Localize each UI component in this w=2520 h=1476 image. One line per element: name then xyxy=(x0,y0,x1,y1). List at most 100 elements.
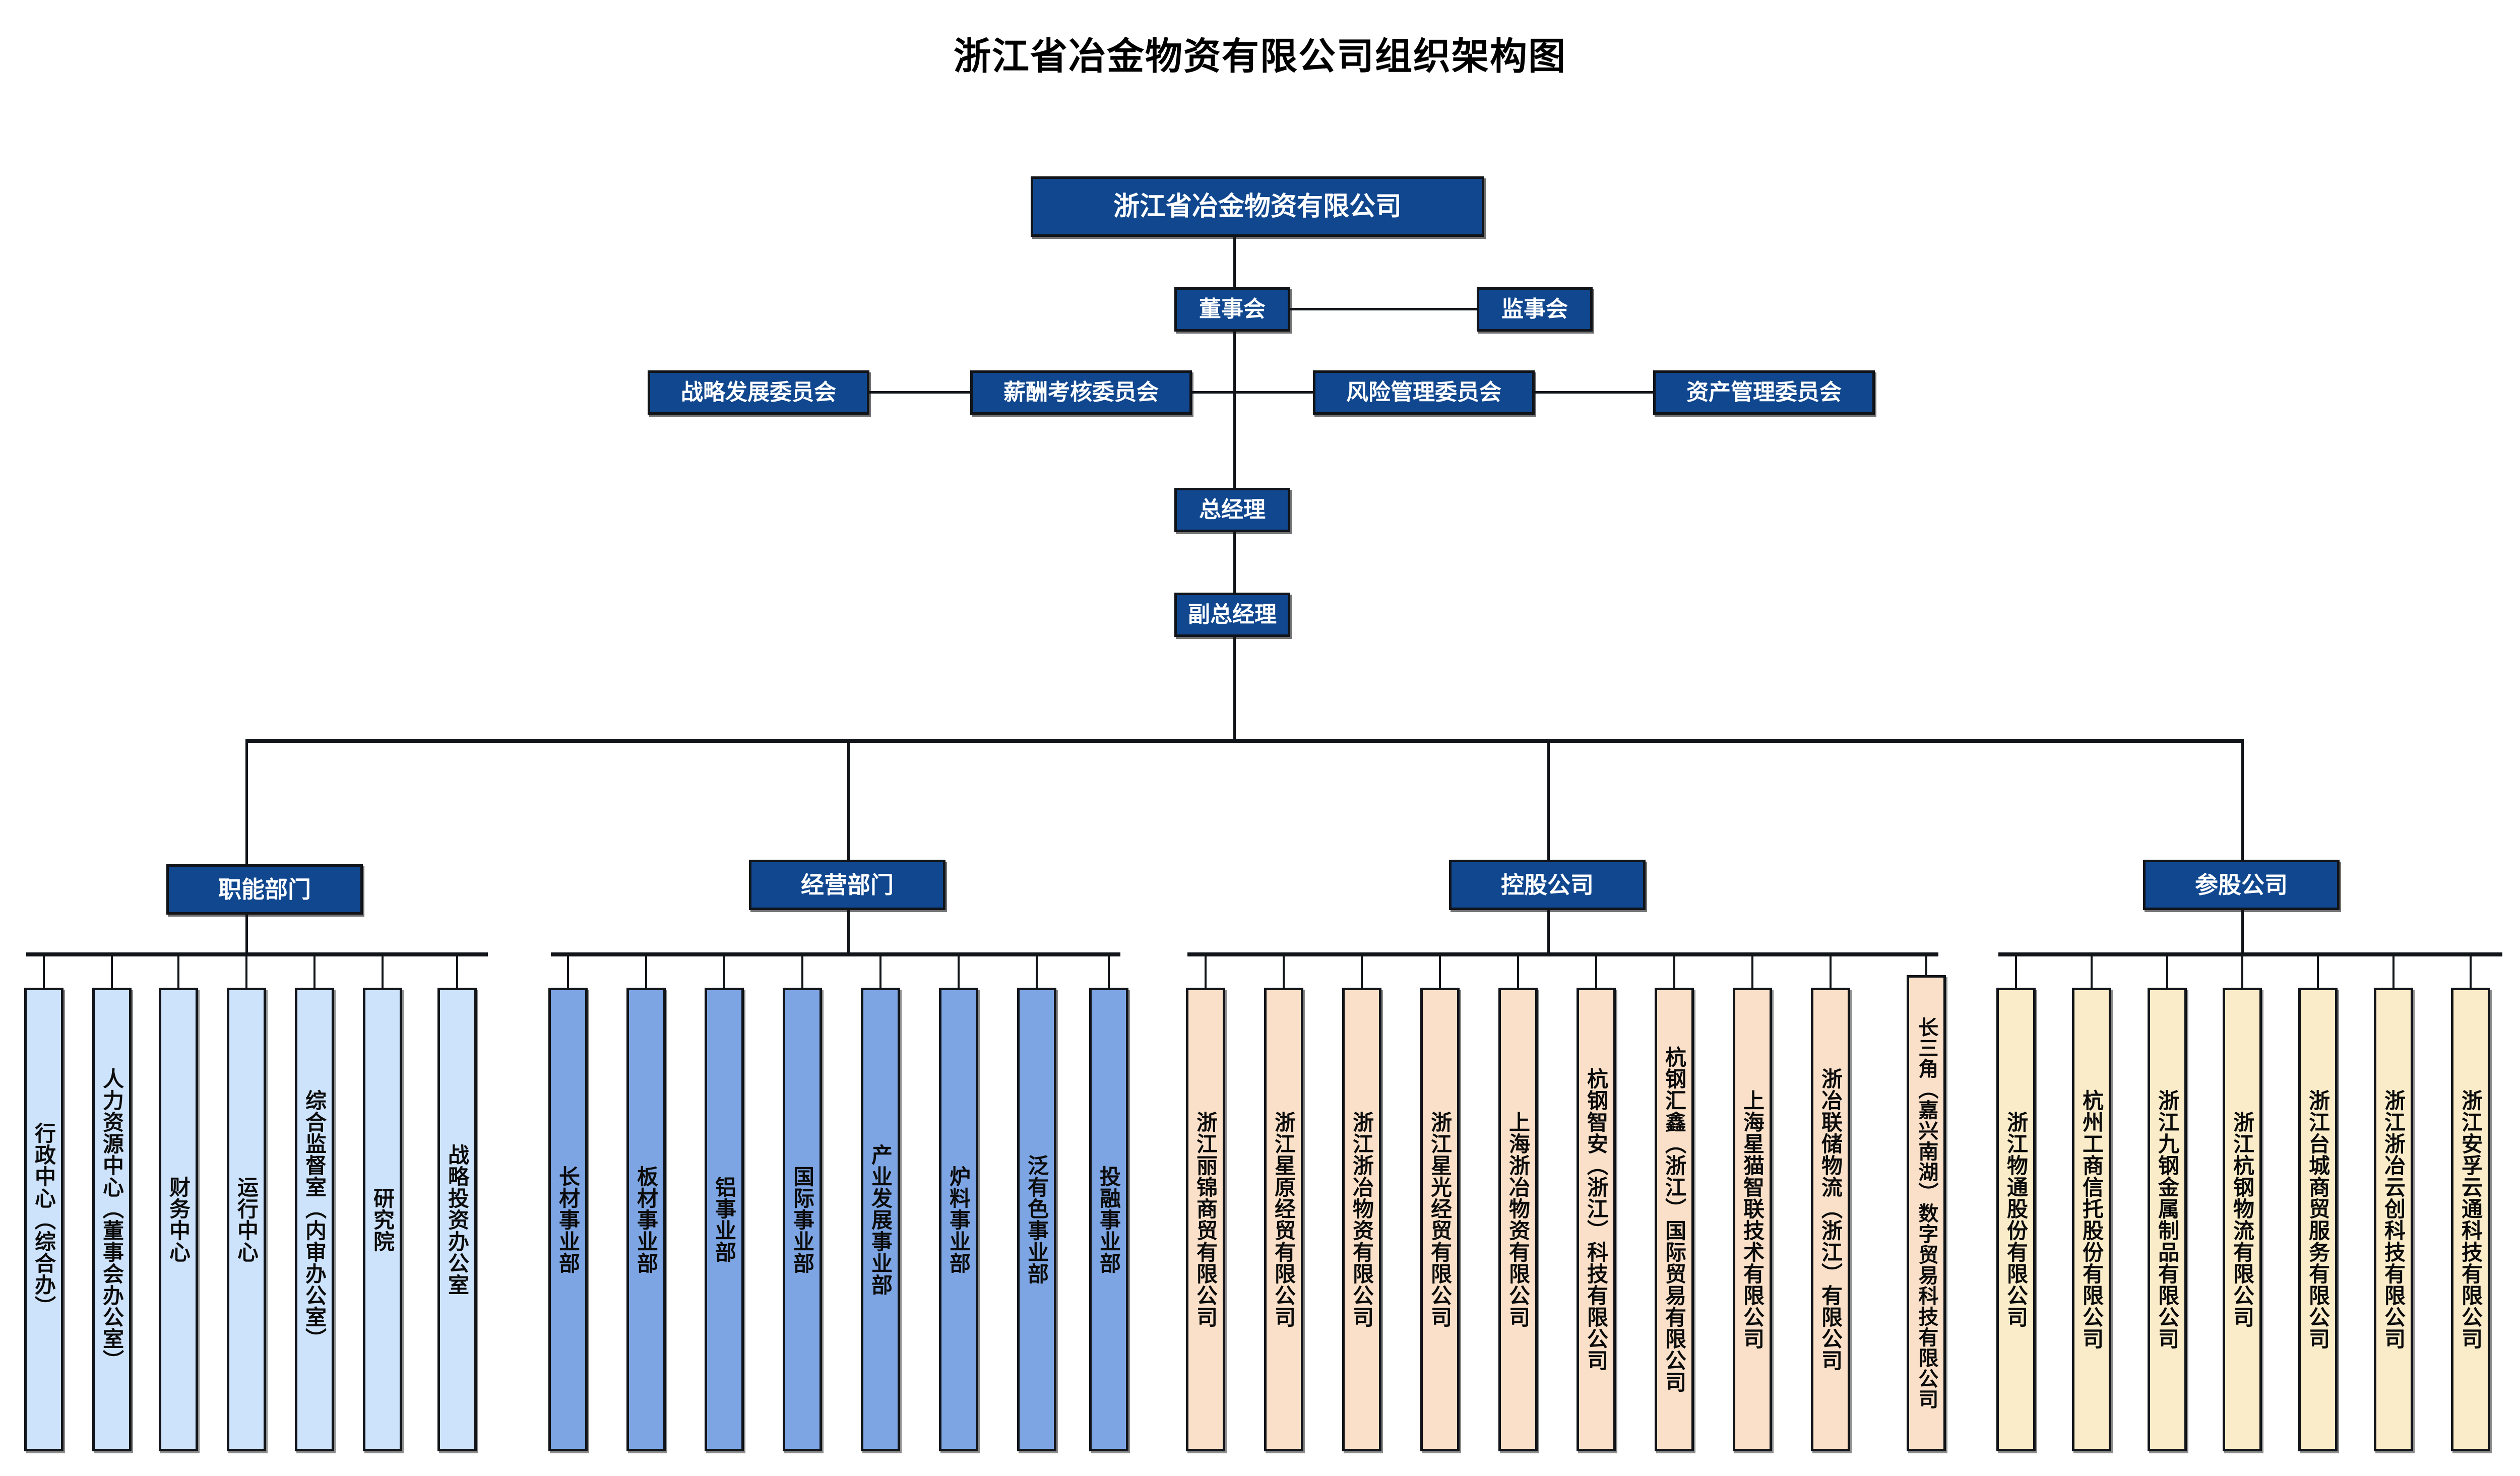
drop-operating-0 xyxy=(567,952,569,992)
leaf-operating-6: 泛有色事业部 xyxy=(1017,988,1056,1451)
leaf-holding-2: 浙江浙冶物资有限公司 xyxy=(1342,988,1381,1451)
leaf-participating-5-label: 浙江浙冶云创科技有限公司 xyxy=(2381,1089,2406,1350)
leaf-holding-4: 上海浙冶物资有限公司 xyxy=(1498,988,1538,1451)
drop-participating-6 xyxy=(2470,952,2472,992)
category-header-holding: 控股公司 xyxy=(1449,860,1646,910)
drop-functional-4 xyxy=(313,952,316,992)
drop-participating-2 xyxy=(2166,952,2168,992)
category-header-participating: 参股公司 xyxy=(2143,860,2340,910)
node-committee-strategy-label: 战略发展委员会 xyxy=(681,379,836,405)
drop-functional-1 xyxy=(111,952,113,992)
leaf-participating-4: 浙江台城商贸服务有限公司 xyxy=(2298,988,2338,1451)
leaf-holding-5-label: 杭钢智安（浙江）科技有限公司 xyxy=(1584,1068,1608,1371)
drop-holding-4 xyxy=(1517,952,1519,992)
connector-bus-to-participating xyxy=(2241,739,2244,860)
leaf-operating-5: 炉料事业部 xyxy=(939,988,978,1451)
leaf-participating-6: 浙江安孚云通科技有限公司 xyxy=(2451,988,2490,1451)
connector-committee-to-gm xyxy=(1233,391,1236,488)
node-committee-asset: 资产管理委员会 xyxy=(1653,370,1875,415)
leaf-operating-7: 投融事业部 xyxy=(1089,988,1128,1451)
leaf-participating-1: 杭州工商信托股份有限公司 xyxy=(2072,988,2111,1451)
connector-holding-header-down xyxy=(1547,910,1550,954)
sub-bus-participating xyxy=(1998,952,2502,956)
drop-operating-5 xyxy=(958,952,960,992)
drop-holding-8 xyxy=(1830,952,1832,992)
connector-committee-3-4 xyxy=(1535,391,1653,394)
leaf-holding-3-label: 浙江星光经贸有限公司 xyxy=(1428,1111,1452,1328)
drop-operating-3 xyxy=(801,952,803,992)
node-committee-risk-label: 风险管理委员会 xyxy=(1346,379,1501,405)
drop-participating-1 xyxy=(2091,952,2093,992)
category-header-participating-label: 参股公司 xyxy=(2195,871,2288,898)
drop-holding-0 xyxy=(1205,952,1207,992)
drop-functional-3 xyxy=(245,952,247,992)
drop-functional-5 xyxy=(382,952,384,992)
leaf-holding-1: 浙江星原经贸有限公司 xyxy=(1264,988,1303,1451)
leaf-participating-2-label: 浙江九钢金属制品有限公司 xyxy=(2155,1089,2179,1350)
leaf-holding-3: 浙江星光经贸有限公司 xyxy=(1420,988,1460,1451)
node-company-label: 浙江省冶金物资有限公司 xyxy=(1113,191,1402,221)
sub-bus-holding xyxy=(1187,952,1938,956)
category-header-operating: 经营部门 xyxy=(749,860,946,910)
connector-participating-header-down xyxy=(2241,910,2244,954)
category-header-operating-label: 经营部门 xyxy=(801,871,894,898)
drop-holding-3 xyxy=(1439,952,1441,992)
leaf-participating-4-label: 浙江台城商贸服务有限公司 xyxy=(2306,1089,2330,1350)
drop-holding-6 xyxy=(1673,952,1675,992)
leaf-functional-2-label: 财务中心 xyxy=(166,1176,191,1263)
leaf-holding-4-label: 上海浙冶物资有限公司 xyxy=(1506,1111,1530,1328)
connector-committee-1-2 xyxy=(869,391,970,394)
main-horizontal-bus xyxy=(245,739,2244,743)
leaf-participating-0-label: 浙江物通股份有限公司 xyxy=(2004,1111,2028,1328)
connector-gm-to-dgm xyxy=(1233,532,1236,593)
connector-company-to-board xyxy=(1233,237,1236,287)
node-company: 浙江省冶金物资有限公司 xyxy=(1031,176,1484,237)
leaf-operating-0: 长材事业部 xyxy=(548,988,588,1451)
drop-participating-4 xyxy=(2317,952,2319,992)
leaf-holding-0: 浙江丽锦商贸有限公司 xyxy=(1186,988,1225,1451)
leaf-functional-0: 行政中心（综合办） xyxy=(24,988,64,1451)
leaf-operating-2-label: 铝事业部 xyxy=(712,1176,736,1263)
drop-operating-4 xyxy=(879,952,881,992)
leaf-holding-9: 长三角（嘉兴南湖）数字贸易科技有限公司 xyxy=(1907,975,1946,1451)
connector-operating-header-down xyxy=(847,910,850,954)
leaf-operating-4-label: 产业发展事业部 xyxy=(868,1143,893,1296)
leaf-holding-2-label: 浙江浙冶物资有限公司 xyxy=(1350,1111,1374,1328)
page-title: 浙江省冶金物资有限公司组织架构图 xyxy=(954,35,1566,77)
leaf-functional-2: 财务中心 xyxy=(159,988,198,1451)
leaf-operating-1-label: 板材事业部 xyxy=(634,1165,658,1274)
leaf-holding-9-label: 长三角（嘉兴南湖）数字贸易科技有限公司 xyxy=(1915,1017,1938,1409)
leaf-functional-5: 研究院 xyxy=(363,988,402,1451)
leaf-participating-3: 浙江杭钢物流有限公司 xyxy=(2223,988,2262,1451)
drop-functional-0 xyxy=(43,952,45,992)
category-header-holding-label: 控股公司 xyxy=(1501,871,1594,898)
node-committee-asset-label: 资产管理委员会 xyxy=(1686,379,1842,405)
leaf-holding-0-label: 浙江丽锦商贸有限公司 xyxy=(1193,1111,1218,1328)
leaf-operating-6-label: 泛有色事业部 xyxy=(1025,1154,1049,1285)
node-general-manager-label: 总经理 xyxy=(1199,497,1266,522)
node-deputy-general-manager-label: 副总经理 xyxy=(1188,602,1277,627)
leaf-functional-1-label: 人力资源中心（董事会办公室） xyxy=(100,1068,124,1371)
leaf-operating-7-label: 投融事业部 xyxy=(1097,1165,1121,1274)
connector-functional-header-down xyxy=(245,915,248,954)
node-general-manager: 总经理 xyxy=(1174,488,1290,532)
leaf-operating-3-label: 国际事业部 xyxy=(790,1165,814,1274)
drop-operating-7 xyxy=(1108,952,1110,992)
drop-functional-6 xyxy=(456,952,458,992)
node-deputy-general-manager: 副总经理 xyxy=(1174,593,1290,637)
sub-bus-functional xyxy=(26,952,488,956)
leaf-participating-2: 浙江九钢金属制品有限公司 xyxy=(2148,988,2187,1451)
drop-operating-2 xyxy=(723,952,725,992)
leaf-holding-7-label: 上海星猫智联技术有限公司 xyxy=(1740,1089,1765,1350)
connector-bus-to-functional xyxy=(245,739,248,885)
drop-operating-1 xyxy=(645,952,647,992)
leaf-functional-0-label: 行政中心（综合办） xyxy=(32,1122,56,1317)
leaf-participating-6-label: 浙江安孚云通科技有限公司 xyxy=(2459,1089,2483,1350)
leaf-participating-3-label: 浙江杭钢物流有限公司 xyxy=(2230,1111,2254,1328)
connector-bus-to-operating xyxy=(847,739,850,860)
leaf-functional-6-label: 战略投资办公室 xyxy=(445,1143,469,1296)
drop-holding-1 xyxy=(1283,952,1285,992)
connector-bus-to-holding xyxy=(1547,739,1550,860)
drop-holding-5 xyxy=(1595,952,1597,992)
